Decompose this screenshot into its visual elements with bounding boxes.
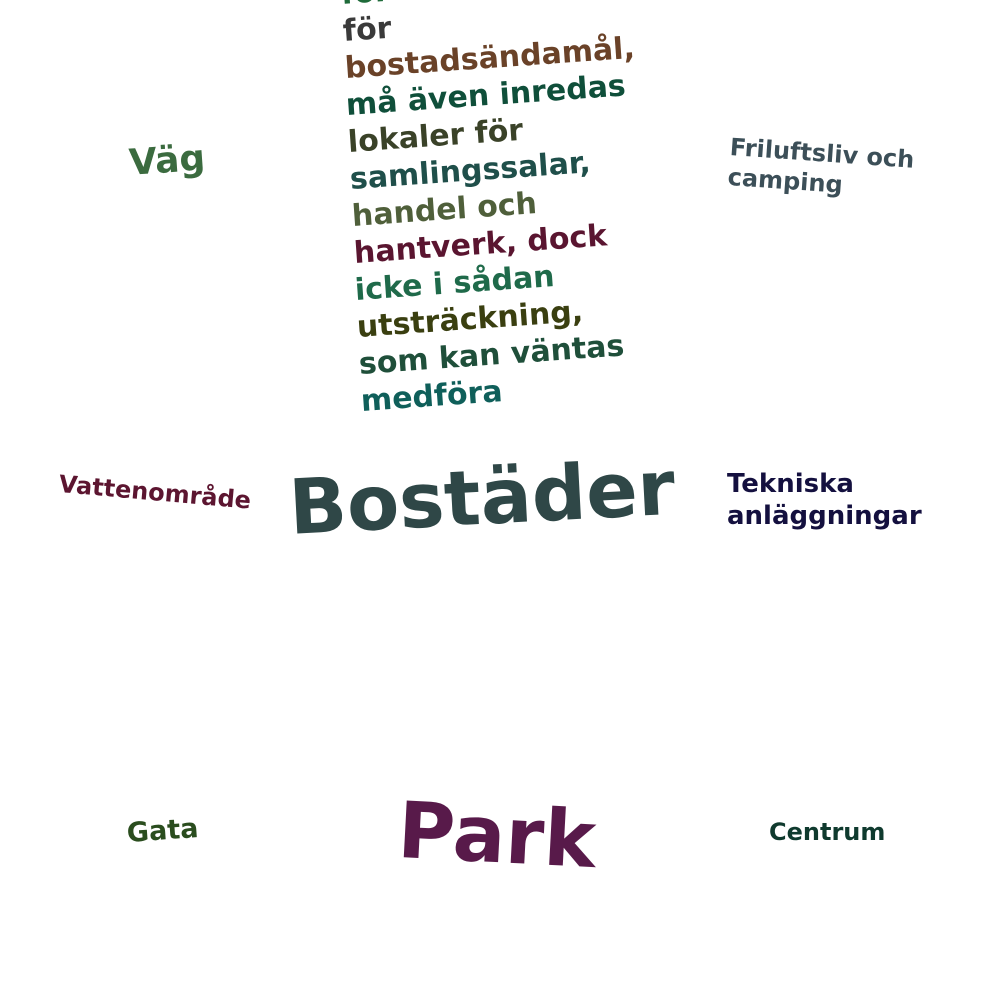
word-tekniska-anlaggningar: Tekniska anläggningar: [727, 468, 922, 532]
paragraph-line: for: [340, 0, 391, 12]
word-centrum: Centrum: [769, 818, 886, 846]
word-tekniska-line1: Tekniska: [727, 469, 854, 499]
word-gata: Gata: [125, 813, 200, 849]
paragraph-line: medföra: [359, 374, 504, 412]
word-vattenomrade: Vattenområde: [57, 470, 253, 515]
word-friluftsliv-camping: Friluftsliv och camping: [727, 132, 915, 205]
word-bostader: Bostäder: [286, 442, 678, 552]
word-park: Park: [395, 786, 599, 887]
word-tekniska-line2: anläggningar: [727, 501, 922, 531]
paragraph-block: forförbostadsändamål,må även inredasloka…: [330, 0, 690, 412]
paragraph-line: för: [341, 10, 393, 49]
word-vag: Väg: [127, 137, 207, 184]
